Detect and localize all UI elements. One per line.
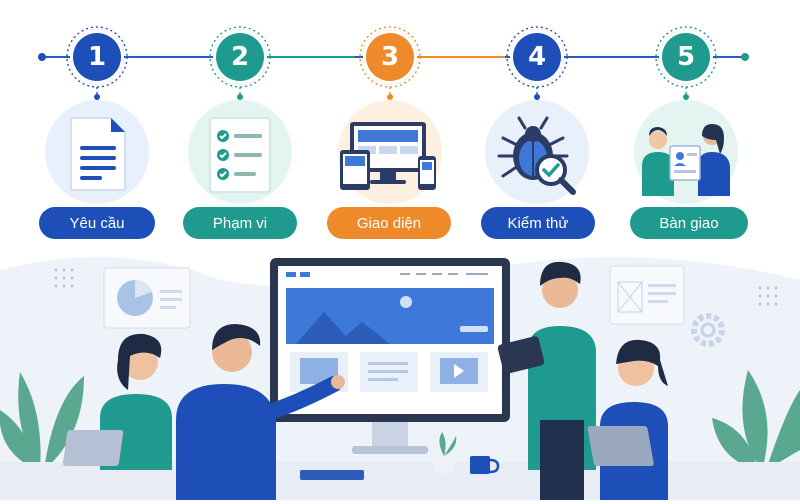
timeline-start-dot [38, 53, 46, 61]
step-2-label: Phạm vi [183, 207, 297, 239]
step-5-icon-bg [634, 100, 738, 204]
step-4-icon-bg [485, 100, 589, 204]
team-meeting-illustration [0, 238, 800, 502]
step-2-icon-bg [188, 100, 292, 204]
step-4-label: Kiểm thử [481, 207, 595, 239]
step-1-number: 1 [73, 33, 121, 81]
step-5-number: 5 [662, 33, 710, 81]
timeline-end-dot [741, 53, 749, 61]
team-scene-graphic [0, 257, 800, 502]
devices-icon [340, 122, 436, 190]
bug-search-icon [497, 116, 576, 195]
step-3-label: Giao diện [327, 207, 451, 239]
step-4-number: 4 [513, 33, 561, 81]
process-timeline: 1 2 3 4 5 [0, 0, 800, 250]
step-3-number: 3 [366, 33, 414, 81]
step-1-icon-bg [45, 100, 149, 204]
step-5-label: Bàn giao [630, 207, 748, 239]
step-3-icon-bg [338, 100, 442, 204]
step-2-number: 2 [216, 33, 264, 81]
checklist-icon [209, 117, 271, 193]
handover-icon [642, 124, 730, 196]
step-1-label: Yêu cầu [39, 207, 155, 239]
document-icon [70, 117, 126, 191]
